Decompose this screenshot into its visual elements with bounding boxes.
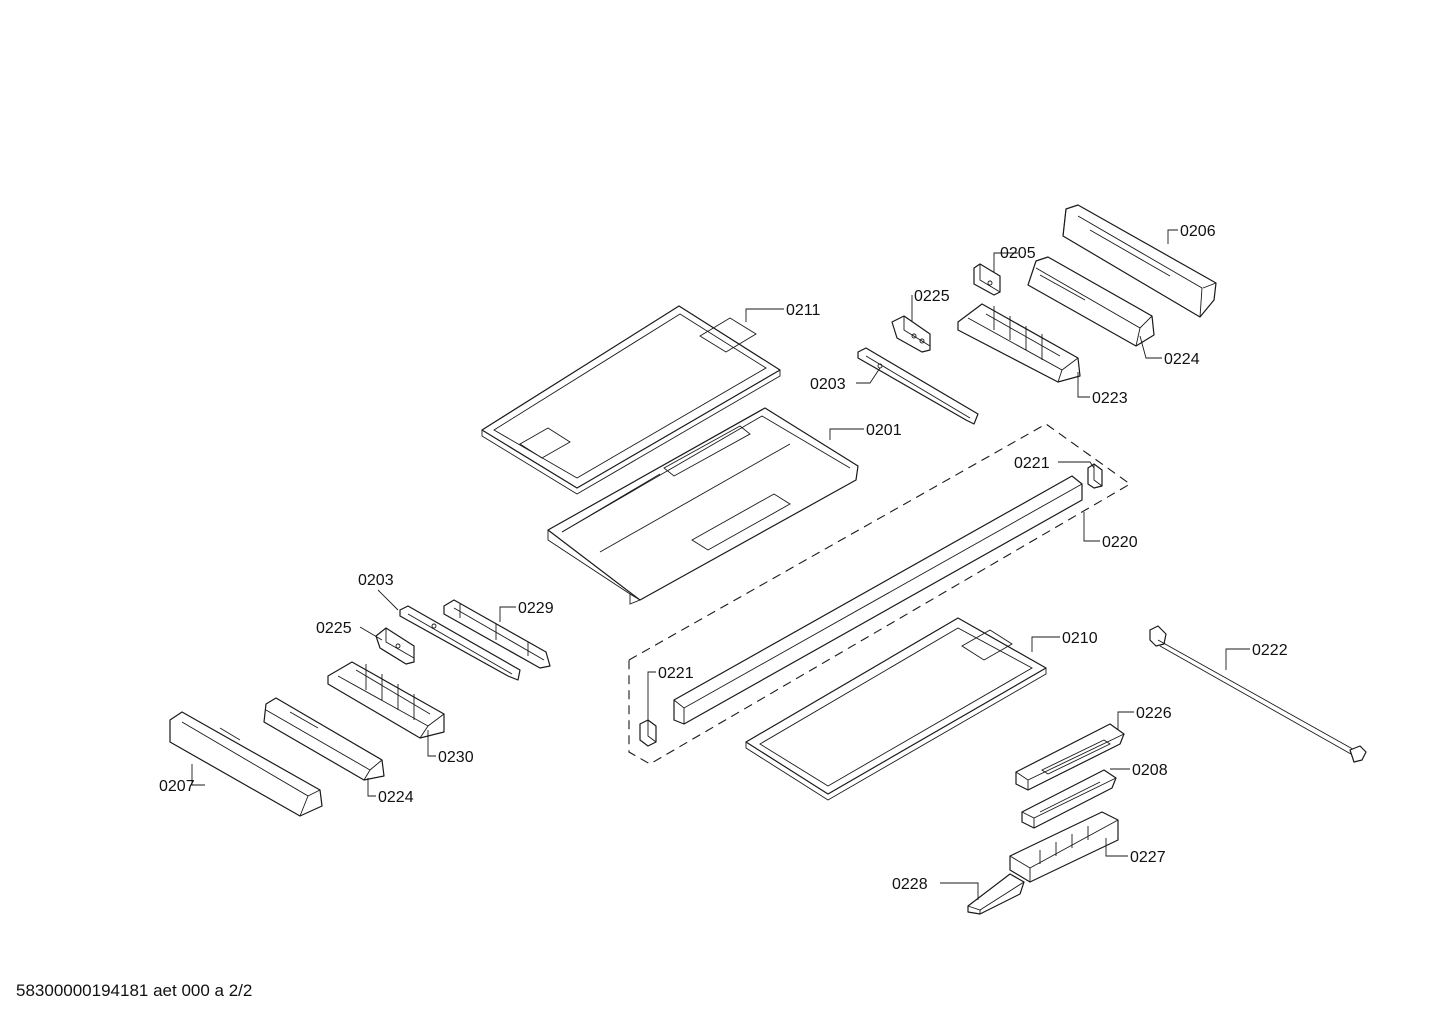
callout-0223: 0223: [1092, 390, 1128, 407]
callout-0220: 0220: [1102, 534, 1138, 551]
callout-0226: 0226: [1136, 705, 1172, 722]
part-0228-guide-piece: [967, 873, 1025, 915]
part-0220-front-bar: [673, 475, 1083, 725]
part-0229-rail-bracket: [443, 599, 551, 669]
callout-0227: 0227: [1130, 849, 1166, 866]
callout-0211: 0211: [786, 302, 821, 319]
part-0224-top-channel: [1027, 256, 1155, 347]
part-0227-lower-tray: [1009, 811, 1119, 883]
part-0221-top-endcap: [1087, 463, 1103, 489]
part-0223-fan-housing: [957, 303, 1081, 383]
callout-0224-top: 0224: [1164, 351, 1200, 368]
callout-0228: 0228: [892, 876, 928, 893]
callout-0222: 0222: [1252, 642, 1288, 659]
callout-labels: 0206 0205 0225 0211 0224 0203 0223 0201 …: [159, 223, 1288, 893]
part-0203-top-rail: [857, 347, 979, 425]
part-0208-light-frame: [1021, 769, 1117, 829]
part-0205-bracket: [973, 263, 1001, 296]
part-0225-top-clip: [891, 315, 931, 353]
callout-0201: 0201: [866, 422, 902, 439]
leader-lines: [191, 229, 1250, 900]
callout-0210: 0210: [1062, 630, 1098, 647]
assembly-group-outline-0220: [628, 423, 1132, 765]
part-0224-left-channel: [263, 697, 385, 781]
part-0203-left-rail: [399, 605, 521, 681]
callout-0221-left: 0221: [658, 665, 694, 682]
drawing-reference-code: 58300000194181 aet 000 a 2/2: [16, 981, 253, 1000]
part-0230-fan-housing: [327, 661, 445, 739]
part-0222-cable: [1149, 625, 1367, 763]
part-0201-canopy: [547, 407, 859, 605]
part-0221-left-endcap: [639, 719, 657, 747]
callout-0225-top: 0225: [914, 288, 950, 305]
part-0226-light-module: [1015, 723, 1125, 791]
callout-0229: 0229: [518, 600, 554, 617]
part-0211-filter-top: [481, 305, 781, 495]
part-0225-left-clip: [375, 627, 415, 665]
callout-0203-left: 0203: [358, 572, 394, 589]
callout-0224-left: 0224: [378, 789, 414, 806]
part-0210-filter-bottom: [745, 617, 1047, 801]
part-0206-rear-profile: [1062, 204, 1217, 318]
callout-0205: 0205: [1000, 245, 1036, 262]
callout-0208: 0208: [1132, 762, 1168, 779]
part-0207-front-profile: [169, 711, 323, 817]
callout-0203-top: 0203: [810, 376, 846, 393]
callout-0225-left: 0225: [316, 620, 352, 637]
callout-0207: 0207: [159, 778, 195, 795]
callout-0206: 0206: [1180, 223, 1216, 240]
callout-0230: 0230: [438, 749, 474, 766]
callout-0221-top: 0221: [1014, 455, 1050, 472]
